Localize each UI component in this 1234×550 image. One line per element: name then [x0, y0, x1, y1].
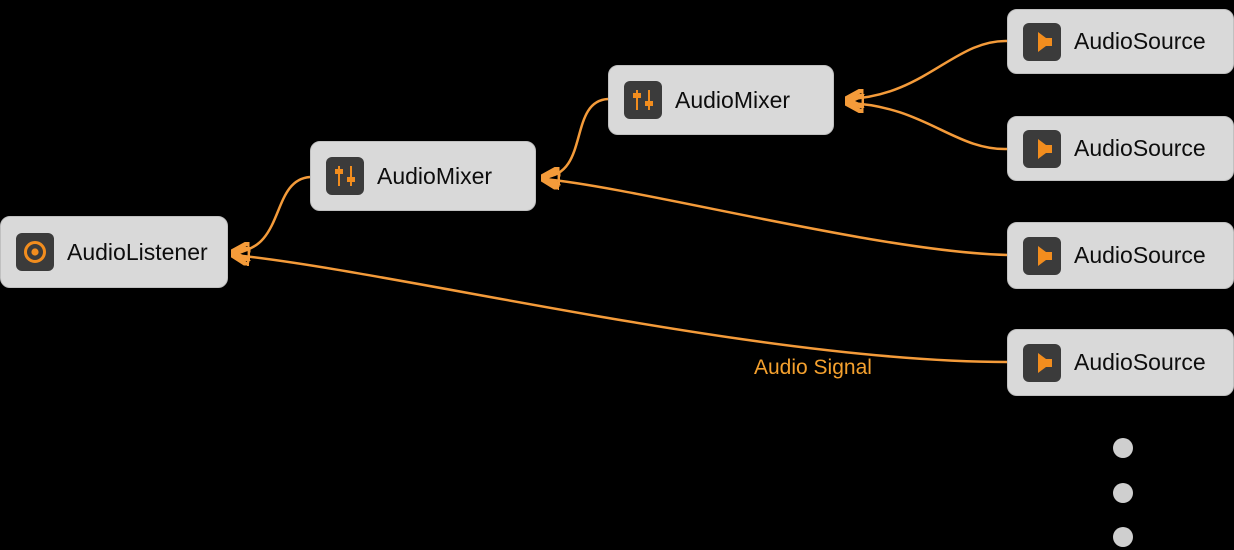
audio-mixer-icon — [326, 157, 364, 195]
node-audio-source-3: AudioSource — [1007, 222, 1234, 289]
node-label: AudioMixer — [675, 86, 791, 113]
audio-signal-label: Audio Signal — [754, 356, 872, 379]
node-label: AudioSource — [1074, 349, 1206, 375]
ellipsis-dot — [1113, 483, 1133, 503]
ellipsis-dot — [1113, 438, 1133, 458]
edge-mixer-left-to-listener — [234, 175, 311, 252]
node-audio-source-4: AudioSource — [1007, 329, 1234, 396]
audio-source-icon — [1023, 22, 1061, 61]
audio-mixer-icon — [624, 81, 662, 119]
edge-mixer-top-to-mixer-left — [544, 97, 609, 177]
ellipsis-dot — [1113, 527, 1133, 547]
audio-source-icon — [1023, 343, 1061, 382]
node-label: AudioSource — [1074, 28, 1206, 54]
node-audio-mixer-top: AudioMixer — [608, 65, 834, 135]
audio-source-icon — [1023, 236, 1061, 275]
node-label: AudioSource — [1074, 242, 1206, 268]
edge-source1-to-mixer-top — [848, 39, 1009, 99]
audio-listener-icon — [16, 233, 54, 271]
edge-source3-to-mixer-left — [544, 179, 1009, 257]
node-label: AudioListener — [67, 238, 208, 265]
audio-source-icon — [1023, 129, 1061, 168]
node-label: AudioSource — [1074, 135, 1206, 161]
edge-source4-to-listener — [234, 255, 1009, 364]
edge-source2-to-mixer-top — [848, 103, 1009, 151]
node-audio-source-1: AudioSource — [1007, 9, 1234, 74]
node-label: AudioMixer — [377, 162, 493, 189]
node-audio-mixer-left: AudioMixer — [310, 141, 536, 211]
node-audio-listener: AudioListener — [0, 216, 228, 288]
node-audio-source-2: AudioSource — [1007, 116, 1234, 181]
